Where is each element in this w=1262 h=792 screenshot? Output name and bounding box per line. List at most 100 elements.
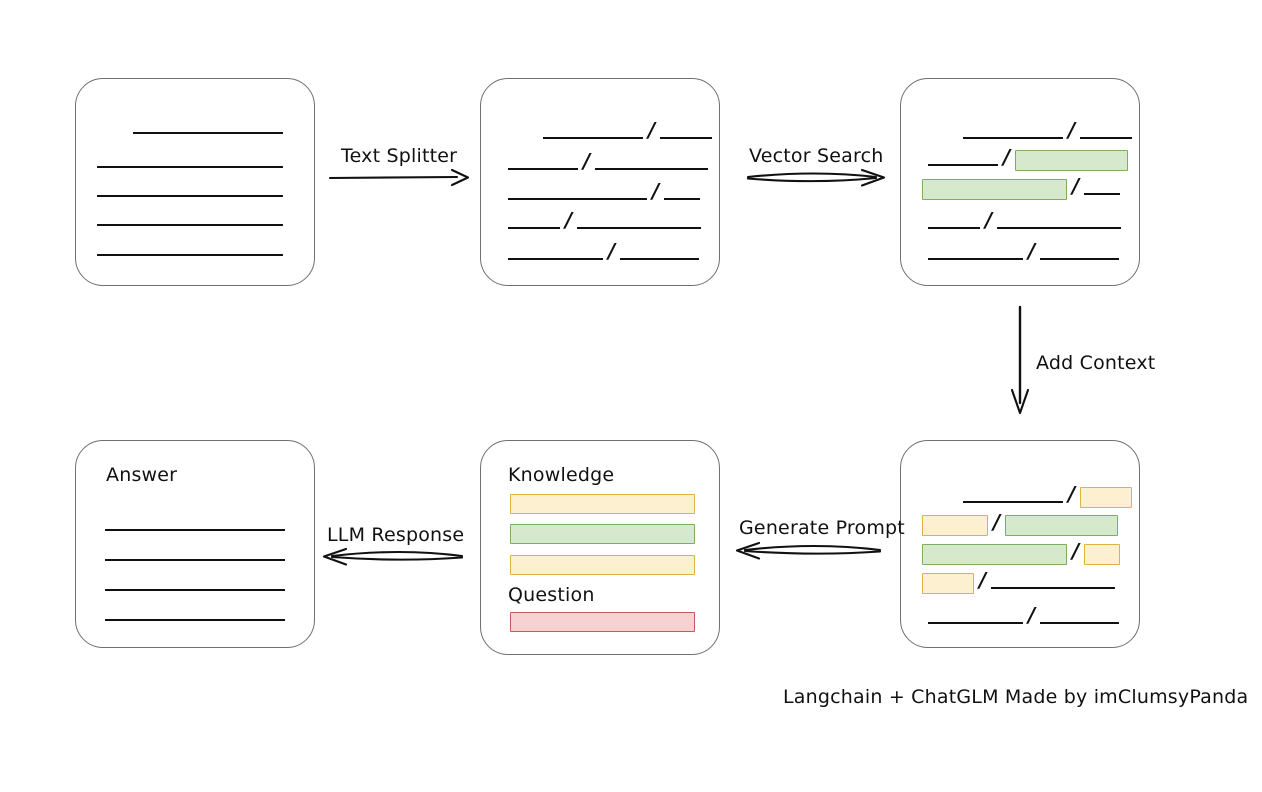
text-line-row: /	[922, 568, 1116, 594]
text-line-row	[97, 180, 283, 202]
text-line-segment	[97, 156, 283, 168]
text-line-segment	[928, 154, 998, 166]
chunk-separator-slash: /	[1072, 174, 1080, 198]
prompt-question-heading: Question	[508, 584, 595, 606]
text-line-row	[97, 239, 283, 261]
highlight-chip-yellow	[922, 514, 988, 536]
text-line-segment	[963, 127, 1063, 139]
prompt-bar-green	[510, 524, 695, 544]
text-line-row: /	[922, 174, 1121, 200]
edge-label-generate-prompt: Generate Prompt	[739, 517, 905, 539]
text-line-segment	[928, 217, 980, 229]
text-line-segment	[1040, 612, 1120, 624]
chunk-separator-slash: /	[652, 179, 660, 203]
node-split-chunks[interactable]	[480, 78, 720, 286]
text-line-row: /	[963, 482, 1133, 508]
text-line-segment	[97, 214, 283, 226]
text-line-segment	[963, 491, 1063, 503]
text-line-segment	[997, 217, 1122, 229]
text-line-row: /	[922, 539, 1121, 565]
chunk-separator-slash: /	[1028, 239, 1036, 263]
text-line-segment	[105, 549, 285, 561]
chunk-separator-slash: /	[1028, 603, 1036, 627]
highlight-chip-green	[1015, 149, 1129, 171]
edge-label-text-splitter: Text Splitter	[341, 145, 458, 167]
text-line-segment	[664, 188, 701, 200]
prompt-bar-yellow	[510, 555, 695, 575]
text-line-segment	[1084, 183, 1121, 195]
text-line-row	[97, 209, 283, 231]
chunk-separator-slash: /	[583, 149, 591, 173]
text-line-segment	[105, 609, 285, 621]
text-line-row	[105, 604, 285, 626]
diagram-footer: Langchain + ChatGLM Made by imClumsyPand…	[783, 686, 1249, 708]
text-line-segment	[543, 127, 643, 139]
highlight-chip-green	[922, 178, 1067, 200]
text-line-segment	[508, 158, 578, 170]
text-line-row: /	[508, 239, 700, 265]
chunk-separator-slash: /	[1072, 539, 1080, 563]
edge-label-vector-search: Vector Search	[749, 145, 884, 167]
text-line-row: /	[508, 208, 702, 234]
highlight-chip-green	[1005, 514, 1119, 536]
text-line-segment	[508, 248, 603, 260]
highlight-chip-green	[922, 543, 1067, 565]
text-line-segment	[595, 158, 709, 170]
text-line-segment	[928, 612, 1023, 624]
chunk-separator-slash: /	[985, 208, 993, 232]
text-line-row: /	[543, 118, 713, 144]
text-line-row: /	[508, 149, 709, 175]
text-line-row	[97, 151, 283, 173]
text-line-segment	[508, 188, 647, 200]
chunk-separator-slash: /	[608, 239, 616, 263]
text-line-row: /	[928, 239, 1120, 265]
text-line-row	[133, 117, 283, 139]
text-line-row	[105, 574, 285, 596]
prompt-bar-red	[510, 612, 695, 632]
text-line-segment	[928, 248, 1023, 260]
text-line-segment	[577, 217, 702, 229]
chunk-separator-slash: /	[993, 510, 1001, 534]
text-line-row	[105, 544, 285, 566]
node-source-document[interactable]	[75, 78, 315, 286]
text-line-segment	[1080, 127, 1133, 139]
prompt-knowledge-heading: Knowledge	[508, 464, 615, 486]
text-line-row: /	[928, 208, 1122, 234]
text-line-segment	[133, 122, 283, 134]
chunk-separator-slash: /	[1068, 482, 1076, 506]
text-line-segment	[105, 519, 285, 531]
chunk-separator-slash: /	[648, 118, 656, 142]
answer-heading: Answer	[106, 464, 178, 486]
text-line-row: /	[963, 118, 1133, 144]
text-line-segment	[1040, 248, 1120, 260]
text-line-row: /	[508, 179, 701, 205]
text-line-segment	[660, 127, 713, 139]
text-line-segment	[620, 248, 700, 260]
edge-label-llm-response: LLM Response	[327, 524, 465, 546]
prompt-bar-yellow	[510, 494, 695, 514]
text-line-row	[105, 514, 285, 536]
edge-label-add-context: Add Context	[1036, 352, 1156, 374]
text-line-segment	[105, 579, 285, 591]
node-answer[interactable]	[75, 440, 315, 648]
chunk-separator-slash: /	[565, 208, 573, 232]
highlight-chip-yellow	[922, 572, 974, 594]
chunk-separator-slash: /	[1068, 118, 1076, 142]
text-line-row: /	[928, 145, 1129, 171]
text-line-row: /	[922, 510, 1119, 536]
chunk-separator-slash: /	[979, 568, 987, 592]
highlight-chip-yellow	[1080, 486, 1133, 508]
text-line-segment	[991, 577, 1116, 589]
text-line-segment	[97, 185, 283, 197]
highlight-chip-yellow	[1084, 543, 1121, 565]
chunk-separator-slash: /	[1003, 145, 1011, 169]
text-line-row: /	[928, 603, 1120, 629]
text-line-segment	[508, 217, 560, 229]
